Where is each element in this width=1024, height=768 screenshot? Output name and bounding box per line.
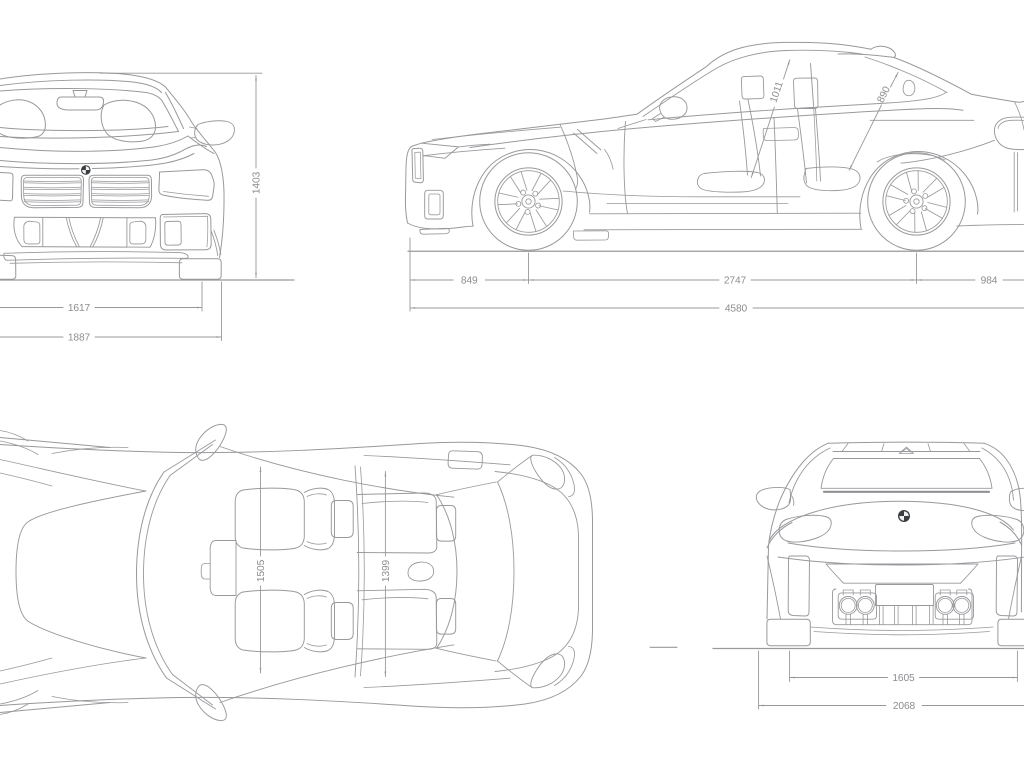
svg-text:1887: 1887 — [68, 332, 91, 343]
svg-text:849: 849 — [461, 275, 478, 286]
svg-text:1617: 1617 — [68, 303, 91, 314]
svg-text:1399: 1399 — [381, 559, 392, 582]
svg-text:1505: 1505 — [256, 559, 267, 582]
svg-text:1605: 1605 — [892, 673, 915, 684]
svg-text:2747: 2747 — [724, 275, 747, 286]
svg-text:984: 984 — [981, 275, 998, 286]
svg-text:4580: 4580 — [725, 303, 748, 314]
svg-text:1403: 1403 — [251, 171, 262, 194]
svg-text:2068: 2068 — [893, 701, 916, 712]
